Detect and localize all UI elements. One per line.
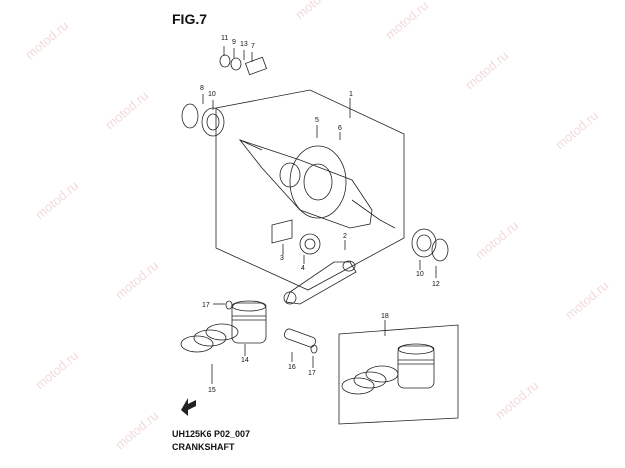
watermark: motod.ru	[32, 178, 81, 222]
oil-seal-icon	[431, 238, 449, 262]
callout-6: 6	[338, 125, 342, 132]
circlip-icon	[225, 300, 233, 310]
callout-12: 12	[432, 281, 440, 288]
callout-18: 18	[381, 313, 389, 320]
callout-17b: 17	[308, 370, 316, 377]
spacer-icon	[219, 54, 231, 68]
piston-ring-icon	[180, 335, 214, 353]
front-arrow-icon	[181, 398, 196, 416]
callout-2: 2	[343, 233, 347, 240]
needle-bearing-icon	[299, 233, 321, 255]
watermark: motod.ru	[492, 378, 541, 422]
watermark: motod.ru	[102, 88, 151, 132]
callout-13: 13	[240, 41, 248, 48]
crankshaft-assembly-outline	[215, 89, 405, 291]
piston-icon	[397, 345, 435, 389]
callout-15: 15	[208, 387, 216, 394]
oil-seal-icon	[181, 103, 199, 129]
callout-5: 5	[315, 117, 319, 124]
callout-17: 17	[202, 302, 210, 309]
piston-pin-icon	[283, 328, 317, 348]
watermark-layer: motod.ru motod.ru motod.ru motod.ru moto…	[22, 0, 611, 452]
callout-10: 10	[208, 91, 216, 98]
watermark: motod.ru	[472, 218, 521, 262]
callout-9: 9	[232, 39, 236, 46]
piston-set-outline	[338, 324, 459, 425]
figure-title: FIG.7	[172, 11, 208, 27]
watermark: motod.ru	[112, 408, 161, 452]
callout-1: 1	[349, 91, 353, 98]
retainer-icon	[244, 56, 268, 76]
callout-16: 16	[288, 364, 296, 371]
watermark: motod.ru	[382, 0, 431, 42]
watermark: motod.ru	[22, 18, 71, 62]
callout-3: 3	[280, 255, 284, 262]
figure-code: UH125K6 P02_007	[172, 429, 251, 439]
crank-pin-icon	[271, 219, 293, 244]
watermark: motod.ru	[462, 48, 511, 92]
callout-labels: 1 2 3 4 5 6 7 8 9 10 10 11 12 13 14 15 1…	[200, 35, 440, 394]
watermark: motod.ru	[552, 108, 601, 152]
watermark: motod.ru	[292, 0, 341, 22]
bearing-icon	[201, 107, 225, 137]
watermark: motod.ru	[112, 258, 161, 302]
callout-11: 11	[221, 35, 228, 42]
callout-8: 8	[200, 85, 204, 92]
callout-10b: 10	[416, 271, 424, 278]
oring-icon	[230, 57, 242, 71]
piston-ring-icon	[341, 377, 375, 395]
callout-4: 4	[301, 265, 305, 272]
circlip-icon	[310, 344, 318, 354]
piston-icon	[231, 302, 267, 344]
watermark: motod.ru	[32, 348, 81, 392]
callout-7: 7	[251, 43, 255, 50]
watermark: motod.ru	[562, 278, 611, 322]
callout-14: 14	[241, 357, 249, 364]
crankshaft-icon	[238, 139, 373, 229]
bearing-icon	[411, 228, 437, 258]
figure-name: CRANKSHAFT	[172, 442, 235, 452]
